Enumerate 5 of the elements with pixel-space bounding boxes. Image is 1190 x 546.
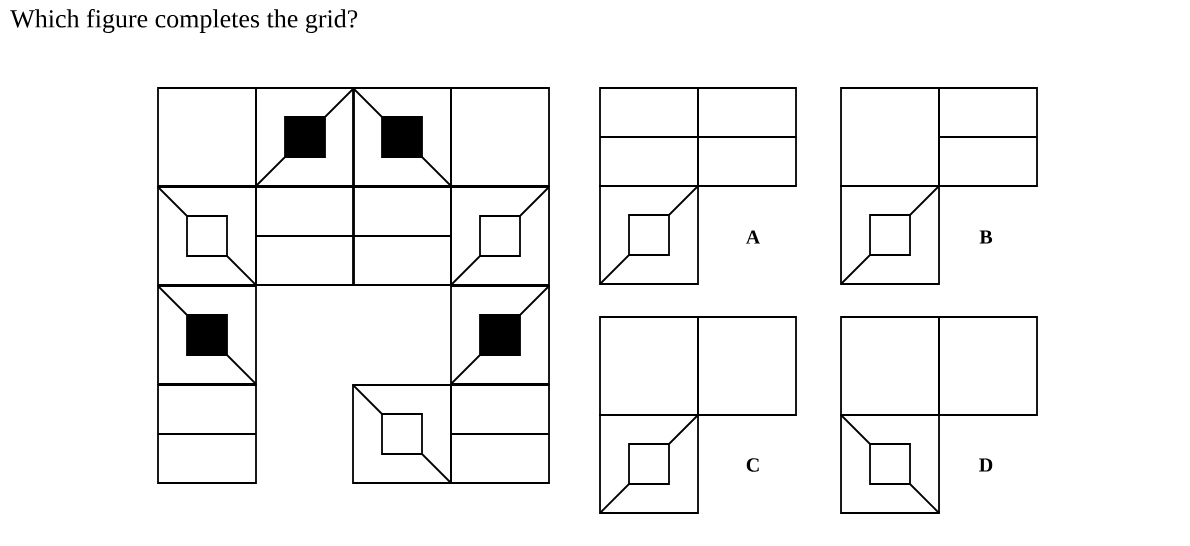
question-text: Which figure completes the grid?	[10, 9, 358, 33]
option-letter: B	[979, 230, 993, 244]
option-letter: D	[979, 458, 993, 472]
option-letter: A	[746, 230, 761, 244]
option-letter: C	[746, 458, 759, 472]
